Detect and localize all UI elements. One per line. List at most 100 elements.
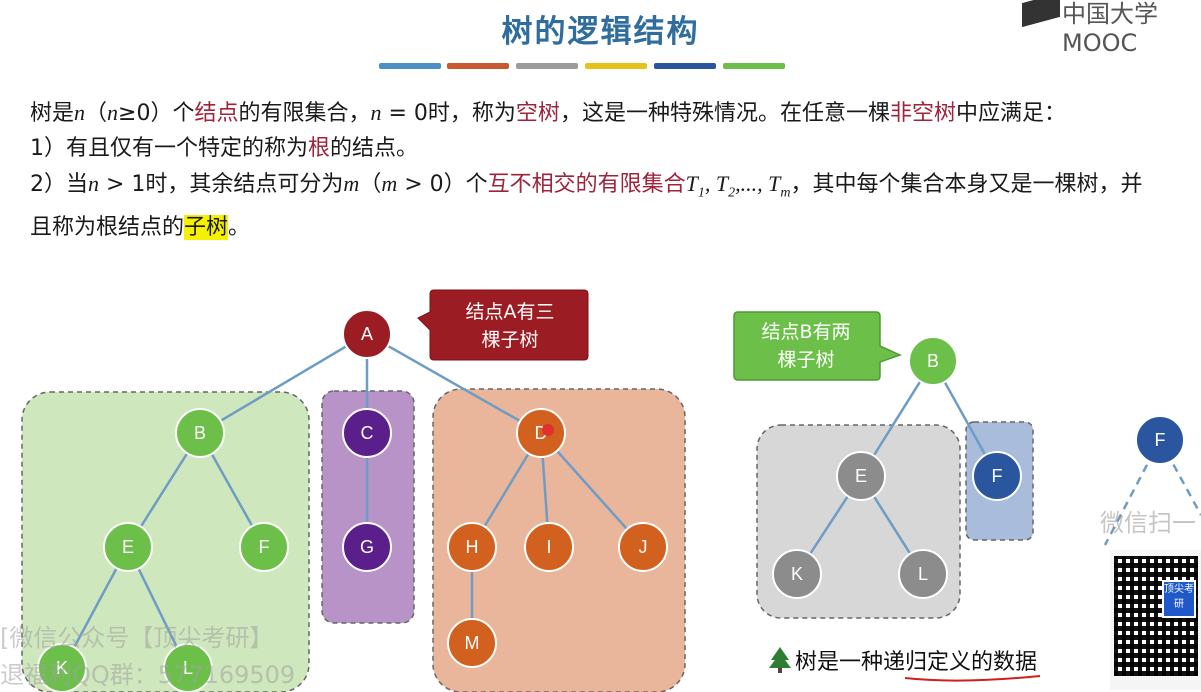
text-span: （	[85, 101, 108, 126]
node2-b: B	[908, 336, 958, 386]
node-c: C	[342, 408, 392, 458]
subscript: 2	[728, 185, 736, 201]
var-n: n	[88, 171, 99, 196]
text-span: ，其中每个集合本身又是一棵树，并且称为根结点的	[30, 172, 1143, 241]
node-label: F	[992, 466, 1003, 486]
text-span: 中应满足：	[955, 101, 1066, 126]
text-span: 树是	[30, 101, 75, 126]
qr-badge: 顶尖考研	[1162, 580, 1196, 618]
definition-line-1: 树是n（n≥0）个结点的有限集合，n = 0时，称为空树，这是一种特殊情况。在任…	[30, 95, 1160, 131]
text-span: ，这是一种特殊情况。在任意一棵	[559, 101, 890, 126]
text-span: 1）有且仅有一个特定的称为	[30, 136, 308, 161]
node-label: H	[466, 537, 479, 557]
callout-b-line2: 棵子树	[777, 349, 834, 371]
node-label: L	[918, 564, 928, 584]
keyword-subtree: 子树	[184, 215, 229, 241]
callout-b-line1: 结点B有两	[761, 321, 850, 343]
node-b: B	[175, 408, 225, 458]
callout-a-line1: 结点A有三	[466, 301, 555, 323]
text-span: > 1时，其余结点可分为	[99, 172, 344, 197]
node3-f: F	[1135, 415, 1185, 465]
var-m: m	[381, 171, 398, 196]
node-j: J	[618, 522, 668, 572]
text-span: ≥0）个	[118, 101, 195, 126]
definition-text: 树是n（n≥0）个结点的有限集合，n = 0时，称为空树，这是一种特殊情况。在任…	[30, 95, 1160, 245]
keyword-empty-tree: 空树	[515, 101, 560, 126]
colorbar-segment-5	[654, 63, 716, 69]
node-k: K	[37, 643, 87, 692]
node-label: E	[122, 537, 134, 557]
keyword-nonempty-tree: 非空树	[889, 101, 956, 126]
edge-a-b	[199, 332, 368, 435]
handwritten-underline	[904, 675, 1041, 682]
var-T: T	[715, 171, 729, 196]
colorbar-segment-4	[585, 63, 647, 69]
var-T: T	[768, 171, 781, 196]
node-h: H	[447, 522, 497, 572]
edge-d-j	[540, 432, 644, 548]
text-span: 。	[228, 215, 251, 241]
node-label: I	[546, 537, 551, 557]
text-span: （	[359, 172, 382, 197]
keyword-root: 根	[308, 136, 331, 161]
var-T: T	[685, 171, 698, 196]
node-e: E	[103, 522, 153, 572]
node-label: G	[360, 537, 374, 557]
colorbar-segment-1	[379, 63, 441, 69]
text-span: ,...,	[735, 171, 769, 196]
laser-pointer-dot	[542, 424, 554, 436]
text-span: 2）当	[30, 172, 88, 197]
text-span: ,	[704, 171, 716, 196]
node-i: I	[524, 522, 574, 572]
node2-e: E	[836, 451, 886, 501]
node-g: G	[342, 522, 392, 572]
node-label: L	[183, 658, 193, 678]
node-label: C	[361, 423, 374, 443]
var-n: n	[74, 100, 86, 125]
node-a: A	[342, 309, 392, 359]
node-d: D	[516, 408, 566, 458]
colorbar-segment-3	[516, 63, 578, 69]
edge-a-d	[366, 332, 542, 435]
node-label: B	[927, 351, 939, 371]
watermark-line-2: 退福利QQ群：577169509	[0, 661, 296, 689]
node-label: K	[56, 658, 68, 678]
node-label: A	[361, 324, 373, 344]
var-n: n	[370, 100, 382, 125]
node-label: M	[465, 633, 480, 653]
node-label: K	[791, 564, 803, 584]
pine-tree-icon	[769, 647, 791, 673]
colorbar-segment-6	[723, 63, 785, 69]
node-f: F	[239, 522, 289, 572]
definition-line-3: 2）当n > 1时，其余结点可分为m（m > 0）个互不相交的有限集合T1, T…	[30, 166, 1160, 245]
brand-label: 中国大学MOOC	[1062, 0, 1158, 57]
bottom-note: 树是一种递归定义的数据	[795, 650, 1038, 675]
keyword-node: 结点	[194, 101, 239, 126]
callout-a-line2: 棵子树	[481, 329, 538, 351]
watermark-line-1: [微信公众号【顶尖考研】	[0, 624, 274, 652]
keyword-disjoint-sets: 互不相交的有限集合	[487, 172, 686, 197]
var-m: m	[343, 171, 360, 196]
node-m: M	[447, 618, 497, 668]
callout-a: 结点A有三 棵子树	[417, 289, 589, 361]
node-l: L	[163, 643, 213, 692]
callout-b: 结点B有两 棵子树	[733, 311, 903, 381]
node2-f: F	[972, 451, 1022, 501]
watermark-side: 微信扫一	[1100, 509, 1196, 537]
node-label: E	[855, 466, 867, 486]
text-span: = 0时，称为	[381, 101, 516, 126]
text-span: 的有限集合，	[238, 101, 371, 126]
node-label: F	[259, 537, 270, 557]
node2-l: L	[898, 549, 948, 599]
var-n: n	[107, 100, 119, 125]
text-span: 的结点。	[330, 136, 419, 161]
text-span: > 0）个	[397, 172, 488, 197]
node-label: F	[1155, 430, 1166, 450]
definition-line-2: 1）有且仅有一个特定的称为根的结点。	[30, 131, 1160, 166]
subscript: 1	[697, 185, 705, 201]
subtree-box-b	[21, 391, 310, 692]
page-title: 树的逻辑结构	[501, 14, 700, 50]
node2-k: K	[772, 549, 822, 599]
qr-code: 顶尖考研	[1110, 550, 1201, 690]
